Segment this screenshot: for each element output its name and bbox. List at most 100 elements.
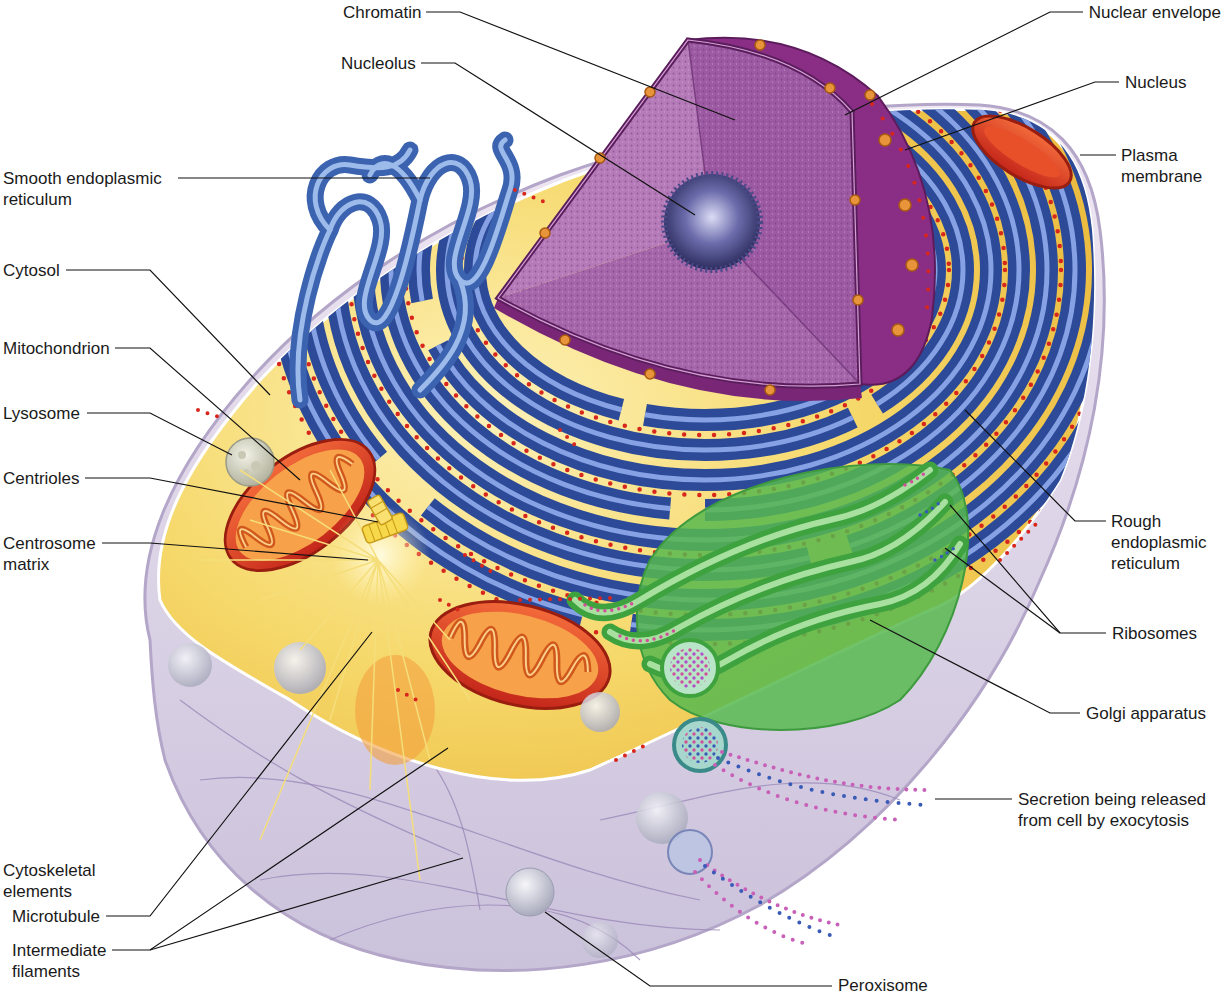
- nuclear-pore: [560, 335, 570, 345]
- intermediate-filament: [260, 873, 720, 930]
- part-label: Nucleus: [1125, 72, 1186, 93]
- leader-line: [1080, 154, 1116, 155]
- leader-line: [935, 798, 1012, 799]
- lysosome: [251, 461, 261, 471]
- vesicle: [168, 643, 212, 687]
- rough-er: [335, 0, 1075, 570]
- peroxisome: [506, 868, 554, 916]
- exocytosis-secretion: [718, 758, 925, 805]
- leader-line: [115, 348, 300, 480]
- nuclear-pore: [540, 228, 550, 238]
- leader-line: [106, 632, 372, 916]
- smooth-er: [298, 140, 512, 400]
- nuclear-pore: [645, 369, 655, 379]
- lysosome: [238, 451, 246, 459]
- mitochondrion: [962, 102, 1082, 202]
- exocytosis-secretion: [715, 765, 900, 820]
- golgi-apparatus: [637, 464, 968, 730]
- part-label: Ribosomes: [1112, 623, 1197, 644]
- lysosome: [226, 438, 274, 486]
- leader-line: [965, 410, 1106, 521]
- microtubule: [200, 470, 470, 880]
- smooth-er: [315, 150, 410, 230]
- nuclear-pore: [540, 40, 918, 395]
- part-label: Smooth endoplasmic reticulum: [3, 168, 188, 210]
- secretory-vesicle: [662, 640, 718, 696]
- free-ribosome: [398, 690, 420, 702]
- leader-line: [112, 748, 448, 950]
- free-ribosome: [515, 190, 545, 202]
- free-ribosome: [560, 430, 580, 450]
- exocytosis-secretion: [722, 752, 930, 790]
- centriole: [371, 501, 387, 515]
- part-label: Cytosol: [3, 260, 60, 281]
- smooth-er: [298, 140, 512, 400]
- free-ribosome: [1000, 520, 1040, 560]
- nucleus: [872, 104, 928, 318]
- golgi-apparatus: [610, 502, 945, 641]
- leader-line: [426, 12, 735, 120]
- part-label: Secretion being released from cell by ex…: [1018, 789, 1213, 831]
- vesicle: [168, 642, 688, 958]
- nuclear-pore: [906, 259, 918, 271]
- part-label: Centrosome matrix: [3, 533, 113, 575]
- leader-line: [421, 63, 695, 215]
- leader-line: [870, 620, 1080, 713]
- nucleolus: [664, 174, 760, 270]
- part-label: Golgi apparatus: [1086, 703, 1206, 724]
- golgi-apparatus: [575, 470, 960, 673]
- leader-line: [66, 270, 270, 395]
- nuclear-pore: [765, 385, 775, 395]
- part-label: Plasma membrane: [1121, 145, 1221, 187]
- intermediate-filament: [430, 760, 480, 910]
- golgi-apparatus: [575, 464, 968, 730]
- leader-line: [545, 912, 832, 986]
- free-ribosome: [520, 598, 612, 600]
- leader-line: [66, 12, 1119, 986]
- free-ribosome: [198, 190, 1040, 760]
- part-label: Nucleolus: [341, 53, 416, 74]
- peroxisome: [506, 868, 554, 916]
- part-label: Chromatin: [343, 2, 421, 23]
- part-label: Mitochondrion: [3, 338, 110, 359]
- golgi-apparatus: [920, 500, 958, 560]
- nuclear-pore: [879, 134, 891, 146]
- nuclear-pore: [850, 195, 860, 205]
- nuclear-pore: [853, 295, 863, 305]
- nucleus: [498, 40, 860, 386]
- mitochondrion: [962, 102, 1082, 202]
- secretory-vesicle: [670, 648, 710, 688]
- leader-line: [905, 82, 1119, 150]
- golgi-apparatus: [575, 470, 960, 673]
- exocytosis-secretion: [695, 752, 930, 945]
- leader-line: [102, 543, 368, 560]
- golgi-apparatus: [905, 470, 928, 485]
- smooth-er: [370, 164, 420, 200]
- centrosome: [200, 470, 470, 880]
- leader-line: [87, 413, 232, 455]
- mitochondrion: [446, 620, 592, 688]
- vesicle: [582, 922, 618, 958]
- intermediate-filament: [330, 905, 640, 960]
- part-label: Rough endoplasmic reticulum: [1111, 511, 1221, 574]
- rough-er: [335, 0, 1075, 570]
- nucleus: [498, 40, 860, 386]
- golgi-apparatus: [610, 502, 945, 641]
- vesicle: [580, 692, 620, 732]
- smooth-er: [298, 140, 512, 400]
- nucleus: [494, 38, 935, 401]
- nuclear-pore: [892, 324, 904, 336]
- nuclear-pore: [899, 199, 911, 211]
- nucleus: [498, 40, 860, 386]
- leader-line: [945, 548, 1060, 633]
- golgi-apparatus: [920, 500, 942, 515]
- nuclear-pore: [825, 83, 835, 93]
- golgi-apparatus: [935, 545, 958, 560]
- golgi-apparatus: [585, 470, 928, 641]
- microtubule: [200, 470, 470, 880]
- rough-er: [363, 0, 1047, 540]
- golgi-apparatus: [620, 630, 675, 641]
- part-label: Nuclear envelope: [1089, 2, 1221, 23]
